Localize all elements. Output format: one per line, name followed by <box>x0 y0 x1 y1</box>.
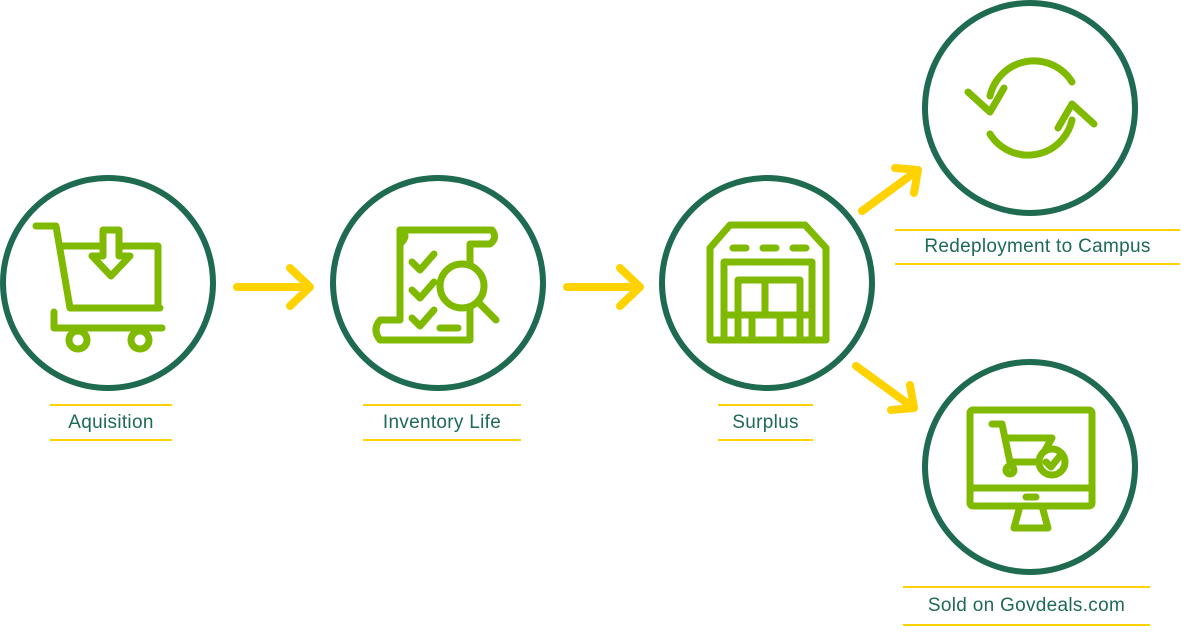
node-circle-redeployment <box>922 0 1138 216</box>
arrow-2 <box>563 264 644 310</box>
shopping-cart-download-icon <box>32 222 166 353</box>
arrow-1 <box>233 264 314 310</box>
checklist-magnifier-icon <box>372 226 500 344</box>
arrow-3 <box>858 164 922 215</box>
node-label-surplus: Surplus <box>718 404 813 441</box>
node-label-inventory: Inventory Life <box>363 404 521 441</box>
node-circle-inventory <box>330 175 546 391</box>
arrow-4 <box>852 362 918 414</box>
node-label-redeployment: Redeployment to Campus <box>895 229 1180 265</box>
node-circle-aquisition <box>0 175 216 391</box>
node-label-aquisition: Aquisition <box>50 404 172 441</box>
node-label-sold: Sold on Govdeals.com <box>903 586 1150 626</box>
monitor-cart-icon <box>966 406 1096 532</box>
refresh-cycle-icon <box>964 57 1098 159</box>
node-circle-sold <box>922 359 1138 575</box>
node-circle-surplus <box>659 175 875 391</box>
warehouse-icon <box>706 221 830 344</box>
